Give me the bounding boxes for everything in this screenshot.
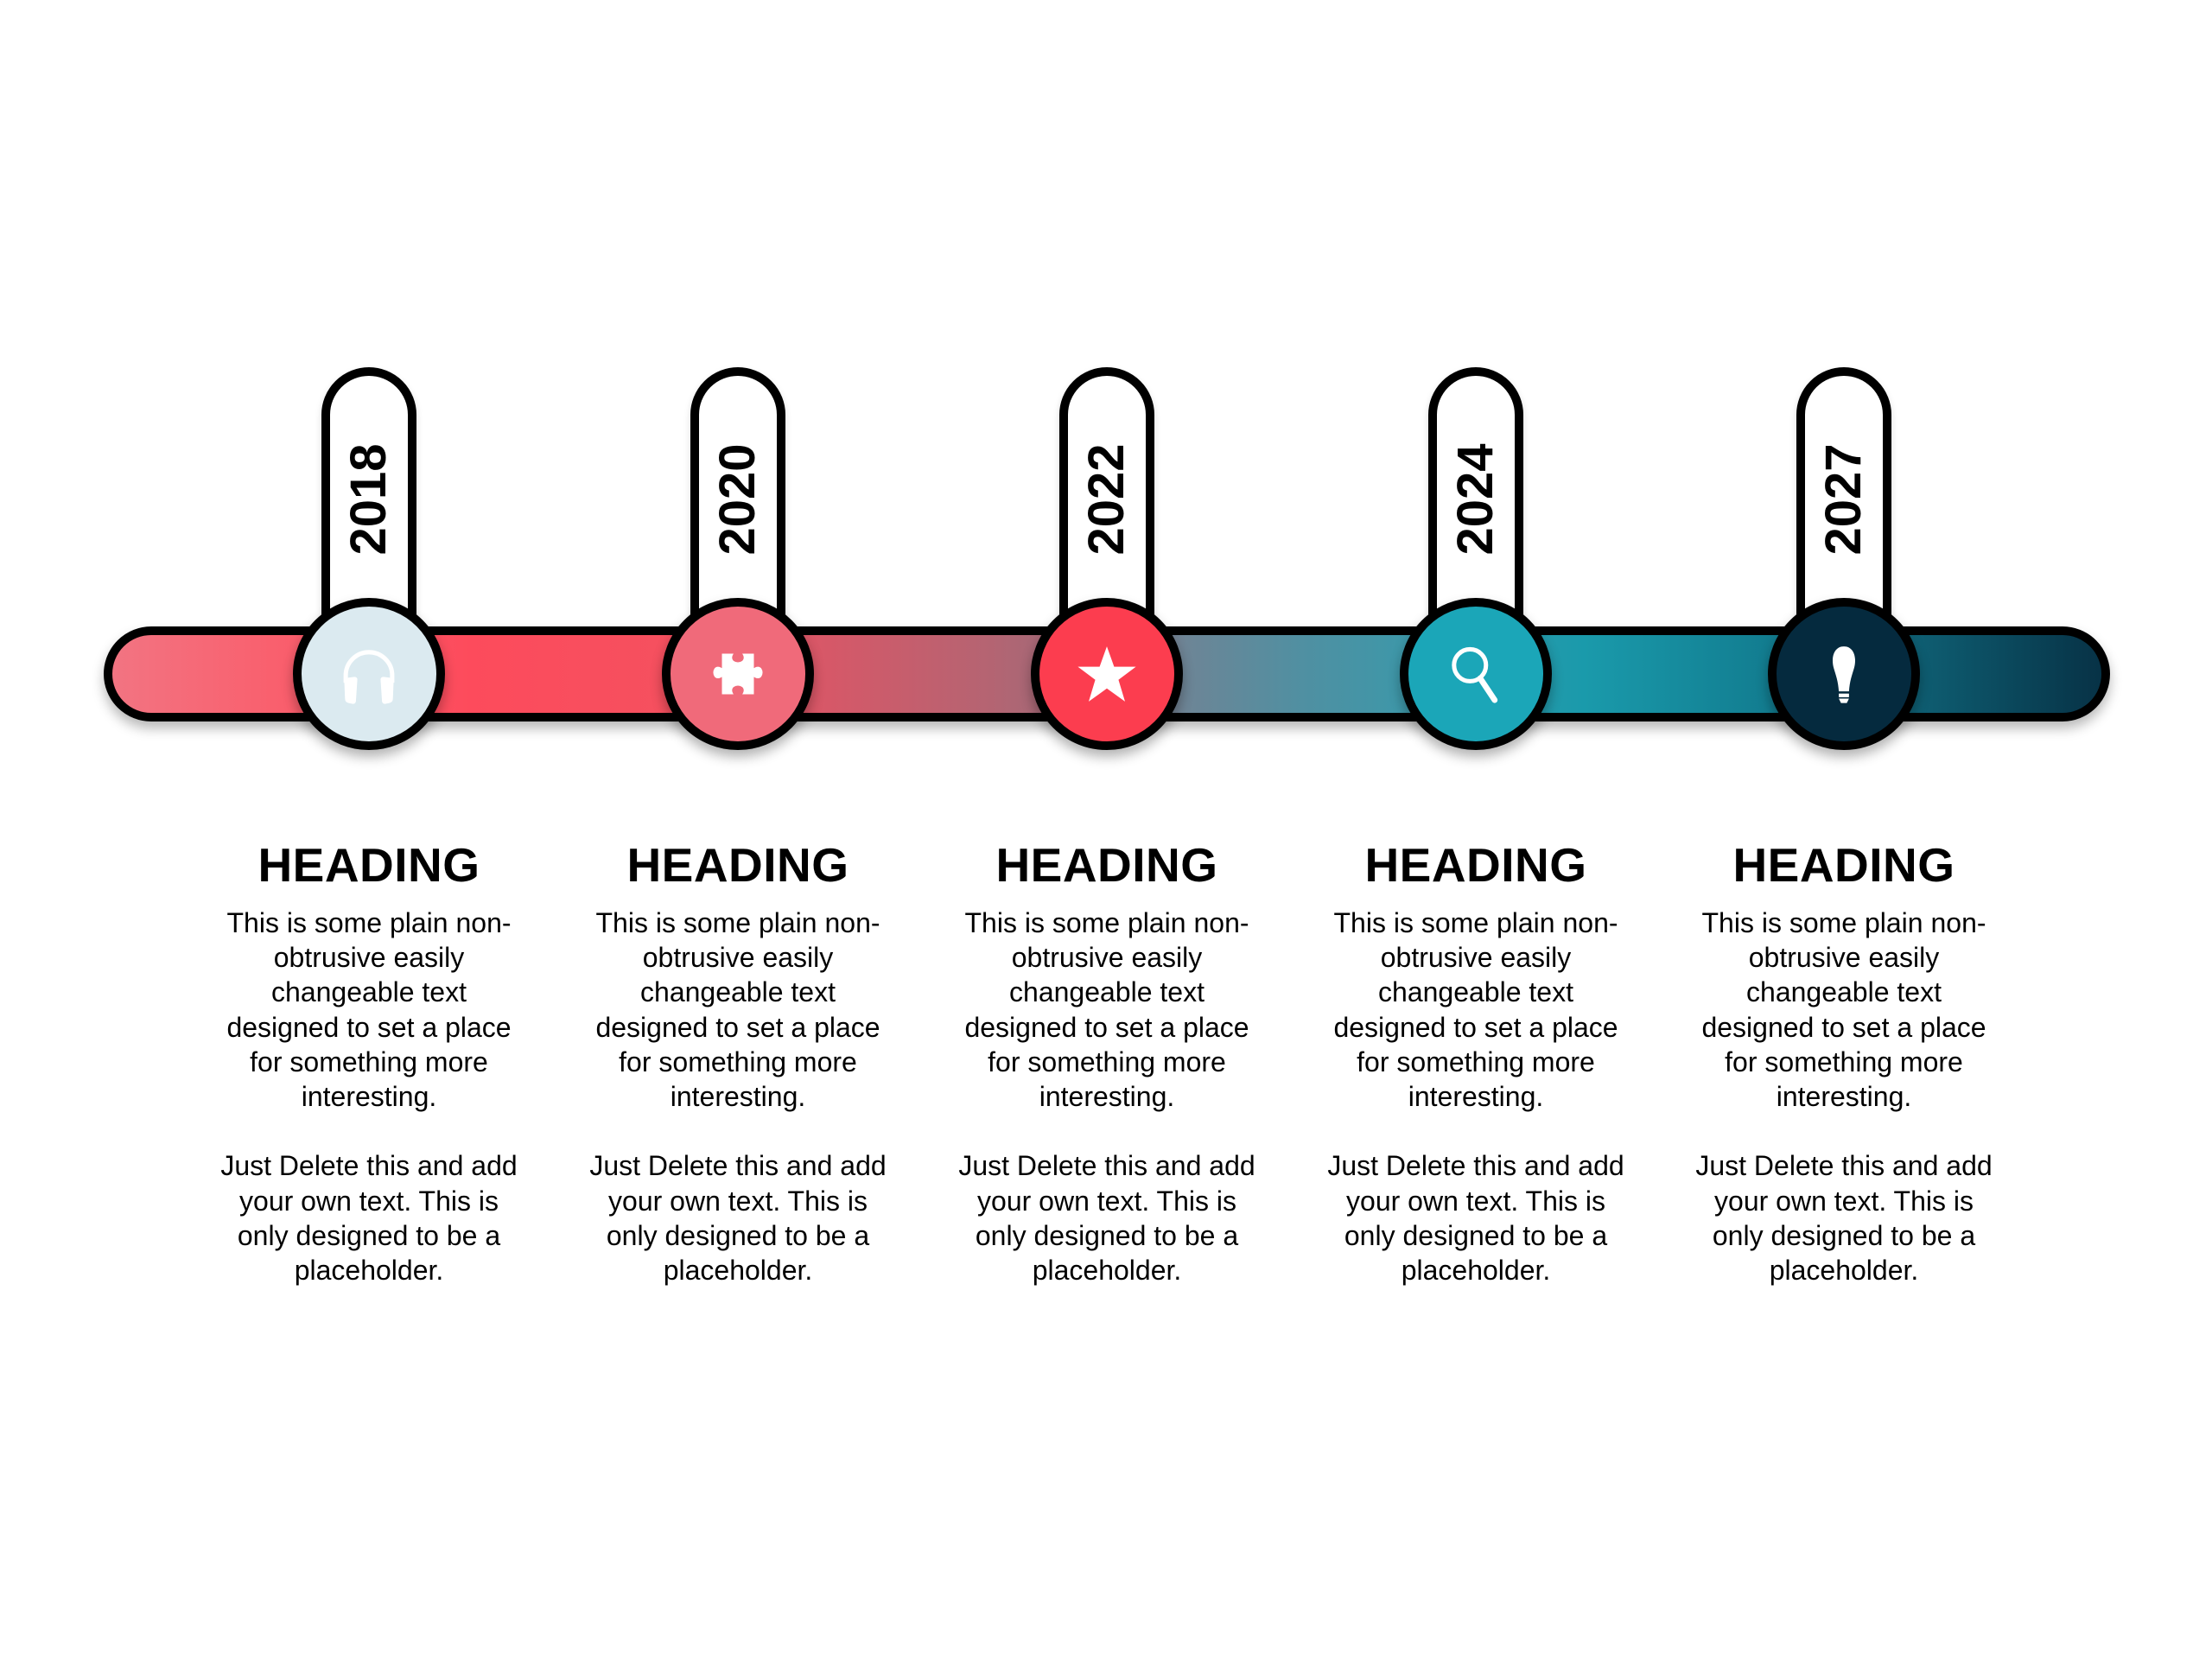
text-line: changeable text [1378,976,1573,1008]
text-line: placeholder. [663,1255,813,1287]
text-line: for something more [1357,1046,1595,1077]
milestone-heading: HEADING [1732,838,1955,892]
text-line: your own text. This is [239,1185,499,1217]
puzzle-piece-icon [713,653,763,695]
description-paragraph: This is some plain non- obtrusive easily… [1645,906,2043,1114]
placeholder-paragraph: Just Delete this and add your own text. … [908,1148,1306,1287]
year-label: 2024 [1447,443,1503,556]
text-line: interesting. [1039,1081,1175,1113]
milestone-node [1031,598,1183,750]
magnifier-icon [1452,646,1498,703]
milestone-heading: HEADING [257,838,480,892]
text-line: Just Delete this and add [220,1150,518,1182]
milestone-heading: HEADING [995,838,1218,892]
text-line: placeholder. [1032,1255,1182,1287]
text-line: only designed to be a [237,1219,501,1251]
placeholder-paragraph: Just Delete this and add your own text. … [539,1148,937,1287]
text-line: designed to set a place [1701,1011,1986,1043]
text-line: designed to set a place [1333,1011,1618,1043]
text-line: This is some plain non- [226,907,512,938]
text-line: changeable text [1009,976,1205,1008]
text-line: obtrusive easily [1011,942,1203,974]
text-line: designed to set a place [595,1011,880,1043]
text-line: only designed to be a [975,1219,1239,1251]
text-line: your own text. This is [1714,1185,1974,1217]
description-paragraph: This is some plain non- obtrusive easily… [908,906,1306,1114]
text-line: only designed to be a [606,1219,870,1251]
year-label: 2018 [340,443,397,556]
milestone-text: HEADING This is some plain non- obtrusiv… [908,836,1306,1287]
text-line: Just Delete this and add [1327,1150,1624,1182]
text-line: This is some plain non- [1333,907,1618,938]
milestone-text: HEADING This is some plain non- obtrusiv… [1645,836,2043,1287]
text-line: This is some plain non- [595,907,880,938]
text-line: for something more [1725,1046,1963,1077]
text-line: Just Delete this and add [958,1150,1255,1182]
text-line: for something more [619,1046,857,1077]
text-line: interesting. [301,1081,437,1113]
text-line: for something more [250,1046,488,1077]
text-line: Just Delete this and add [1695,1150,1993,1182]
text-line: This is some plain non- [964,907,1249,938]
text-line: obtrusive easily [642,942,834,974]
year-label: 2022 [1078,443,1135,556]
milestone-heading: HEADING [626,838,849,892]
milestone-text: HEADING This is some plain non- obtrusiv… [170,836,568,1287]
milestone-heading: HEADING [1364,838,1587,892]
year-tab: 2027 [1796,367,1891,644]
milestone-node [662,598,814,750]
milestone-text: HEADING This is some plain non- obtrusiv… [1277,836,1675,1287]
year-tab: 2020 [690,367,785,644]
text-line: your own text. This is [608,1185,868,1217]
text-line: placeholder. [1401,1255,1551,1287]
text-line: designed to set a place [226,1011,512,1043]
milestone-node [1400,598,1552,750]
text-line: interesting. [1776,1081,1912,1113]
text-line: Just Delete this and add [589,1150,887,1182]
text-line: interesting. [1408,1081,1544,1113]
text-line: placeholder. [1769,1255,1919,1287]
text-line: placeholder. [294,1255,444,1287]
text-line: designed to set a place [964,1011,1249,1043]
milestone-text: HEADING This is some plain non- obtrusiv… [539,836,937,1287]
headphones-icon [343,650,395,704]
text-line: only designed to be a [1344,1219,1608,1251]
placeholder-paragraph: Just Delete this and add your own text. … [1277,1148,1675,1287]
milestone-node [1768,598,1920,750]
placeholder-paragraph: Just Delete this and add your own text. … [170,1148,568,1287]
year-tab: 2018 [321,367,416,644]
text-line: for something more [988,1046,1226,1077]
text-line: your own text. This is [977,1185,1236,1217]
text-line: changeable text [640,976,836,1008]
text-line: changeable text [271,976,467,1008]
text-line: obtrusive easily [1748,942,1940,974]
description-paragraph: This is some plain non- obtrusive easily… [539,906,937,1114]
year-label: 2020 [709,443,766,556]
text-line: obtrusive easily [1380,942,1572,974]
lightbulb-icon [1833,646,1855,703]
milestone-node [293,598,445,750]
text-line: only designed to be a [1712,1219,1976,1251]
text-line: interesting. [670,1081,806,1113]
description-paragraph: This is some plain non- obtrusive easily… [1277,906,1675,1114]
text-line: obtrusive easily [273,942,465,974]
text-line: your own text. This is [1346,1185,1605,1217]
year-label: 2027 [1815,443,1872,556]
text-line: changeable text [1746,976,1942,1008]
text-line: This is some plain non- [1701,907,1986,938]
placeholder-paragraph: Just Delete this and add your own text. … [1645,1148,2043,1287]
description-paragraph: This is some plain non- obtrusive easily… [170,906,568,1114]
year-tab: 2024 [1428,367,1523,644]
star-icon [1077,646,1136,702]
